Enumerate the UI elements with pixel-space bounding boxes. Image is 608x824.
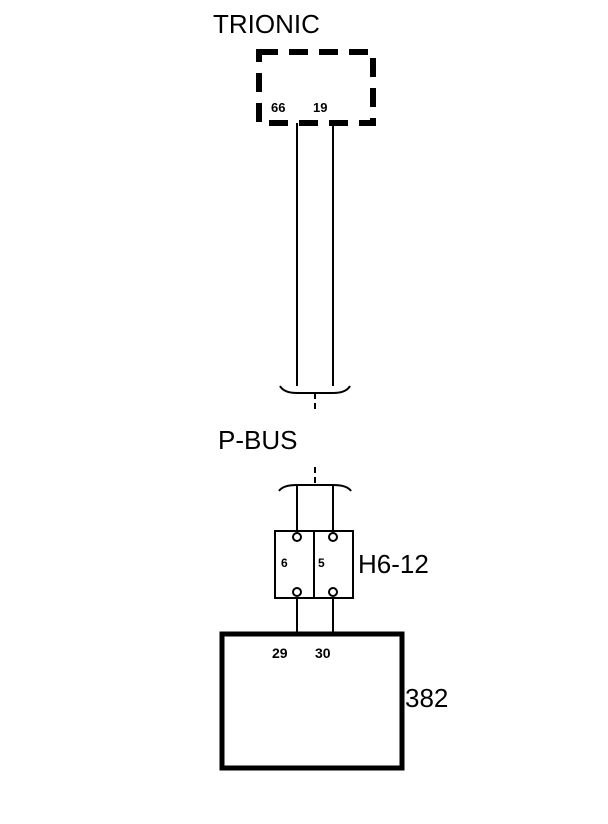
module-382: 29 30 382 <box>219 631 448 771</box>
module-pin-30: 30 <box>315 645 331 661</box>
upper-wires <box>296 123 334 386</box>
trionic-pin-66: 66 <box>271 100 285 115</box>
trionic-label: TRIONIC <box>213 9 320 39</box>
connector-h6-12: 6 5 H6-12 <box>274 530 429 599</box>
connector-label: H6-12 <box>358 549 429 579</box>
connector-in-wires <box>296 485 334 531</box>
connector-pin-5-label: 5 <box>318 556 325 570</box>
module-box <box>219 631 405 771</box>
trionic-box <box>256 49 376 126</box>
connector-pin-6-bottom <box>292 587 302 597</box>
connector-pin-6-label: 6 <box>281 556 288 570</box>
lower-bus-bracket <box>278 484 352 492</box>
trionic-ecu: TRIONIC 66 19 <box>213 9 376 126</box>
connector-pin-5-top <box>328 532 338 542</box>
module-label: 382 <box>405 683 448 713</box>
p-bus-label: P-BUS <box>218 425 297 455</box>
trionic-pin-19: 19 <box>313 100 327 115</box>
module-in-wires <box>296 598 334 634</box>
upper-bus-bracket <box>279 385 351 394</box>
connector-pin-6-top <box>292 532 302 542</box>
connector-pin-5-bottom <box>328 587 338 597</box>
module-pin-29: 29 <box>272 645 288 661</box>
